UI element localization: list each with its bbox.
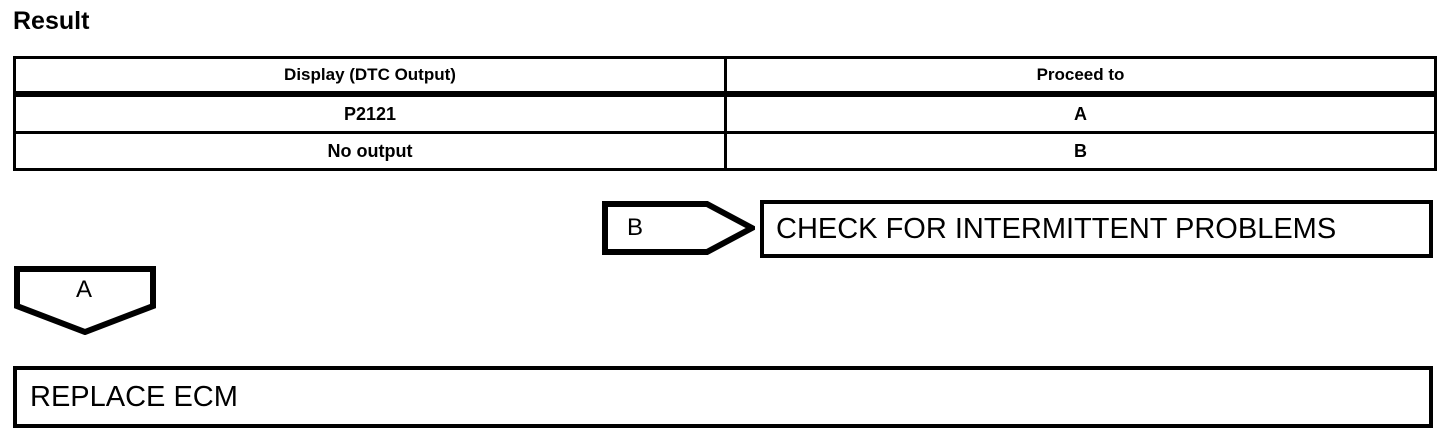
cell-display-dtc: No output [13,131,727,171]
table-header-row: Display (DTC Output) Proceed to [13,56,1437,94]
process-box-label: REPLACE ECM [30,380,238,413]
process-box-check-intermittent: CHECK FOR INTERMITTENT PROBLEMS [760,200,1433,258]
cell-display-dtc: P2121 [13,94,727,134]
pennant-right-icon [602,201,755,255]
process-box-label: CHECK FOR INTERMITTENT PROBLEMS [776,212,1337,245]
process-box-replace-ecm: REPLACE ECM [13,366,1433,428]
table-row: P2121 A [13,94,1437,134]
cell-proceed-to: B [724,131,1437,171]
page-title: Result [13,7,90,35]
pennant-down-icon [14,266,156,335]
result-table: Display (DTC Output) Proceed to P2121 A … [13,56,1437,171]
connector-a-pennant: A [14,266,156,335]
header-double-rule [14,91,1436,96]
connector-b-label: B [627,214,644,241]
table-row: No output B [13,131,1437,171]
header-rule-left [14,91,726,96]
column-header-display: Display (DTC Output) [13,56,727,94]
connector-a-label: A [76,276,93,303]
cell-proceed-to: A [724,94,1437,134]
connector-b-pennant: B [602,201,755,255]
column-header-proceed: Proceed to [724,56,1437,94]
header-rule-right [725,91,1436,96]
